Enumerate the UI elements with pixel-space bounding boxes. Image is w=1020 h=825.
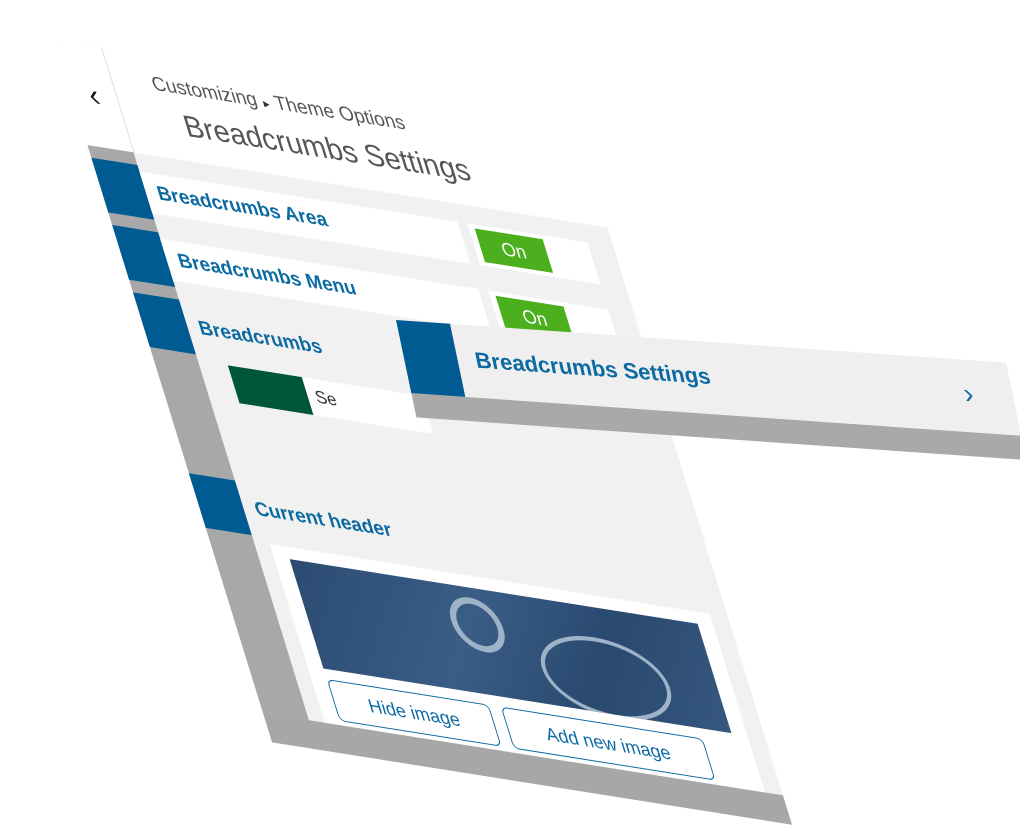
breadcrumbs-settings-card[interactable]: Breadcrumbs Settings › [396, 320, 1020, 461]
breadcrumbs-area-toggle[interactable]: On [474, 228, 554, 273]
stethoscope-graphic [442, 593, 512, 657]
setting-label: Breadcrumbs [195, 317, 326, 359]
breadcrumb-arrow-icon: ▸ [261, 95, 272, 112]
breadcrumb-root: Customizing [148, 72, 261, 112]
stage: Customizing▸Theme Options Breadcrumbs Se… [55, 40, 1020, 825]
chevron-left-icon: ‹ [83, 77, 105, 114]
current-header-label: Current header [251, 498, 395, 542]
color-swatch[interactable] [227, 365, 314, 415]
